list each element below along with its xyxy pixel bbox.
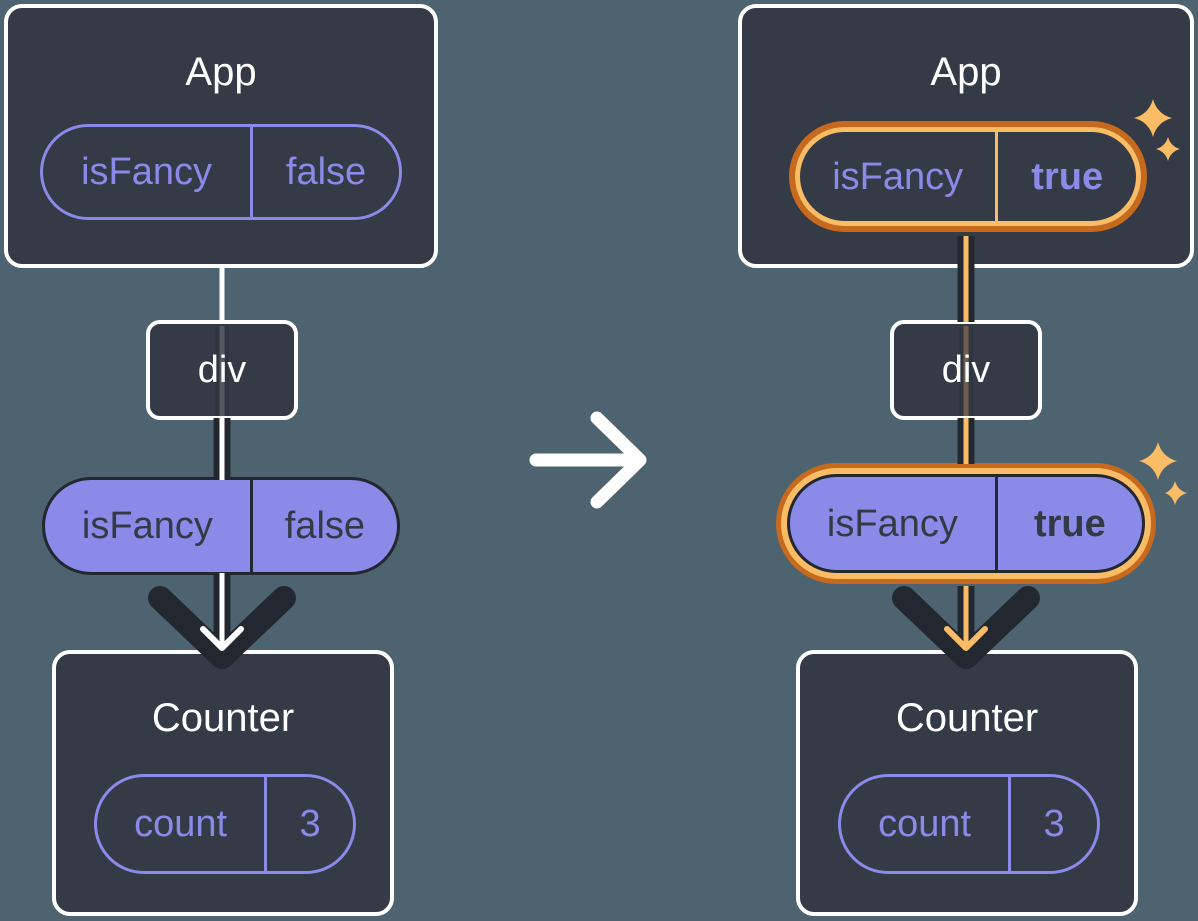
state-pill-count-before: count 3 bbox=[94, 774, 356, 874]
pill-value: 3 bbox=[1043, 803, 1065, 845]
sparkle-icon bbox=[1139, 442, 1177, 480]
pill-name: isFancy bbox=[81, 505, 213, 547]
pill-name: isFancy bbox=[826, 502, 958, 545]
pill-divider bbox=[994, 477, 998, 570]
pill-name: isFancy bbox=[81, 151, 213, 193]
div-node-label: div bbox=[197, 349, 247, 391]
div-node-label: div bbox=[941, 349, 991, 391]
pill-value: false bbox=[285, 151, 367, 193]
state-pill-count-after: count 3 bbox=[838, 774, 1100, 874]
state-pill-isfancy-before: isFancy false bbox=[40, 124, 402, 220]
pill-value: false bbox=[284, 505, 366, 547]
counter-component-box-before: Counter count 3 bbox=[52, 650, 394, 916]
pill-divider bbox=[250, 127, 254, 217]
pill-value: true bbox=[1031, 155, 1104, 198]
component-title: Counter bbox=[895, 696, 1039, 740]
prop-pill-isfancy-after-highlighted: isFancy true bbox=[787, 474, 1145, 573]
sparkle-icon bbox=[1165, 481, 1187, 505]
pill-divider bbox=[995, 132, 999, 221]
pill-name: count bbox=[134, 803, 228, 845]
app-component-box-after: App isFancy true bbox=[738, 4, 1194, 268]
arrowhead-icon-before bbox=[200, 626, 244, 651]
pill-name: count bbox=[878, 803, 972, 845]
pill-divider bbox=[264, 777, 268, 871]
transition-right-arrow-icon bbox=[529, 411, 647, 509]
div-node-box-before: div bbox=[146, 320, 298, 420]
component-title: App bbox=[930, 50, 1002, 94]
pill-value: true bbox=[1033, 502, 1106, 545]
pill-divider bbox=[249, 480, 253, 572]
prop-pill-isfancy-before: isFancy false bbox=[42, 477, 400, 575]
state-pill-isfancy-after-highlighted: isFancy true bbox=[795, 127, 1141, 226]
component-title: Counter bbox=[151, 696, 295, 740]
counter-component-box-after: Counter count 3 bbox=[796, 650, 1138, 916]
app-component-box-before: App isFancy false bbox=[4, 4, 438, 268]
arrowhead-icon-after bbox=[944, 626, 988, 651]
chevron-arrow-icon-before bbox=[148, 586, 296, 669]
pill-name: isFancy bbox=[832, 155, 964, 198]
chevron-arrow-icon-after bbox=[892, 586, 1040, 669]
div-node-box-after: div bbox=[890, 320, 1042, 420]
component-title: App bbox=[185, 50, 257, 94]
pill-value: 3 bbox=[299, 803, 321, 845]
pill-divider bbox=[1008, 777, 1012, 871]
